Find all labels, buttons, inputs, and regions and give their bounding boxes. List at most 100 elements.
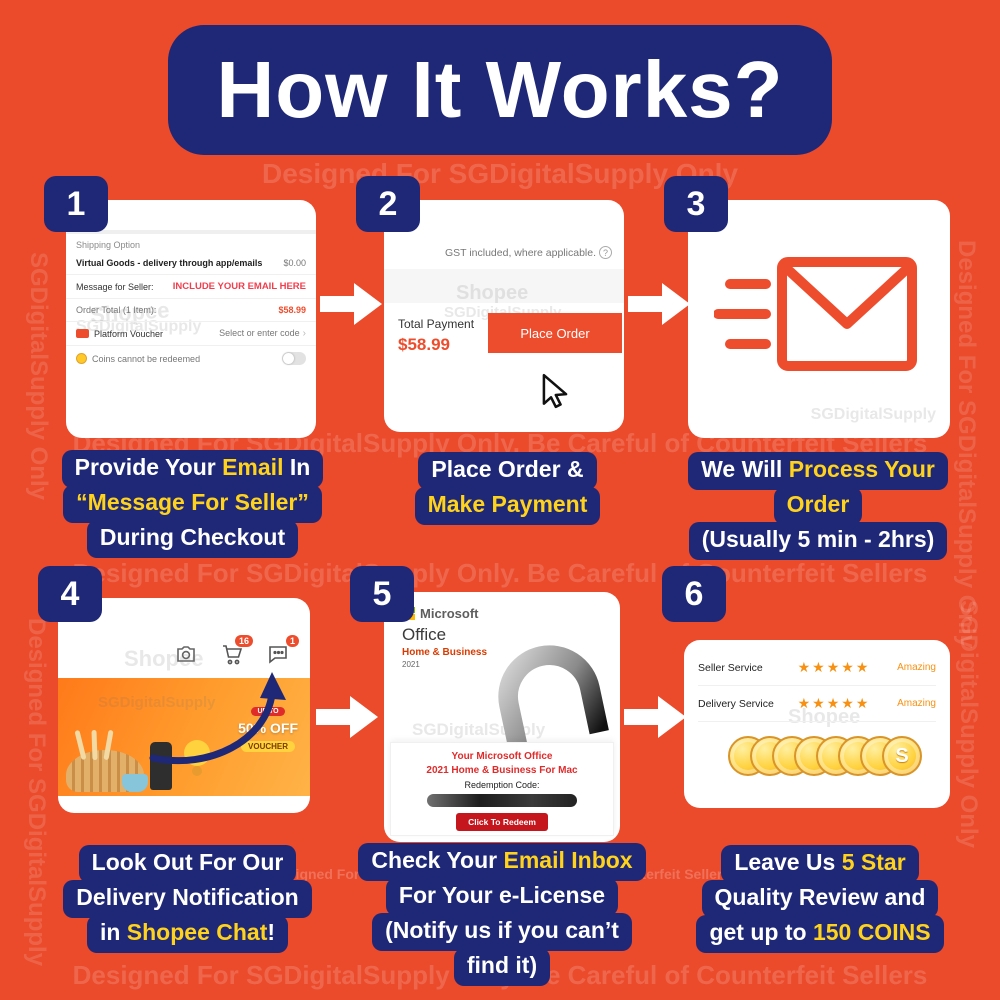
delivery-service-label: Delivery Service [698,697,774,710]
step-5-number: 5 [372,574,392,613]
caption-text-highlight: Email [222,454,284,480]
watermark-text-vertical: SGDigitalSupply Only [955,600,982,849]
redemption-code-label: Redemption Code: [464,780,540,790]
seller-service-label: Seller Service [698,661,763,674]
chat-icon[interactable]: 1 [266,635,299,666]
office-product-text: Microsoft Office Home & Business 2021 [402,606,487,669]
cart-icon[interactable]: 16 [220,635,253,666]
step-5-badge: 5 [350,566,414,622]
step-2-caption: Place Order & Make Payment [395,452,620,525]
lamp-shape [184,740,210,766]
virtual-goods-row[interactable]: Virtual Goods - delivery through app/ema… [66,252,316,275]
step-1-badge: 1 [44,176,108,232]
voucher-action-label: Select or enter code [219,328,300,338]
seller-service-rating-row: Seller Service ★★★★★ Amazing [698,650,936,686]
coins-row: Coins cannot be redeemed [66,346,316,371]
step-3-number: 3 [686,184,706,223]
delivery-service-rating-row: Delivery Service ★★★★★ Amazing [698,686,936,722]
caption-text: During Checkout [99,523,286,550]
total-payment-label: Total Payment [398,317,475,331]
checkout-screenshot-card: Shopee SGDigitalSupply Shipping Option V… [66,200,316,438]
message-for-seller-value: INCLUDE YOUR EMAIL HERE [172,281,306,292]
order-total-label: Order Total (1 Item): [76,305,157,315]
caption-text: find it) [466,951,538,978]
shipping-option-label: Shipping Option [76,240,141,250]
order-total-value: $58.99 [278,305,306,315]
step-6-caption: Leave Us 5 Star Quality Review and get u… [675,845,965,953]
caption-text: (Notify us if you can’t [385,916,619,943]
step-6-number: 6 [684,574,704,613]
office-box-arch-graphic [498,645,609,752]
step-3-caption: We Will Process Your Order (Usually 5 mi… [668,452,968,560]
utensil-shape [91,729,98,761]
coin-icon [76,353,87,364]
order-total-row: Order Total (1 Item): $58.99 [66,299,316,322]
caption-text-highlight: Process Your [788,456,935,482]
place-order-button[interactable]: Place Order [488,313,622,353]
shopee-chat-screenshot-card: Shopee SGDigitalSupply 16 1 UP T [58,598,310,813]
coins-stack: S [698,736,936,776]
step-1-number: 1 [66,184,86,223]
utensil-shape [74,729,87,761]
promo-banner-image[interactable]: UP TO 50% OFF VOUCHER [58,678,310,796]
caption-text-highlight: “Message For Seller” [76,488,309,515]
virtual-goods-label: Virtual Goods - delivery through app/ema… [76,258,263,268]
caption-text: Look Out For Our [91,849,284,875]
coins-toggle[interactable] [282,352,306,365]
total-payment-section: Total Payment $58.99 Place Order [384,303,624,355]
step-4-number: 4 [60,574,80,613]
caption-text: In [283,454,311,480]
redemption-code-blurred [427,794,577,807]
step-1-caption: Provide Your Email In “Message For Selle… [40,450,345,558]
five-star-rating-icons[interactable]: ★★★★★ [797,659,871,675]
chat-badge: 1 [285,635,299,647]
step-5-caption: Check Your Email Inbox For Your e-Licens… [352,843,652,986]
caption-text: in [99,918,127,945]
total-payment-value: $58.99 [398,335,450,354]
caption-text: For Your e-License [398,881,606,908]
platform-voucher-row[interactable]: Platform Voucher Select or enter code› [66,322,316,346]
click-to-redeem-button[interactable]: Click To Redeem [456,813,548,831]
flow-arrow-icon [320,283,382,325]
shopee-app-header: 16 1 [58,598,310,674]
step-2-number: 2 [378,184,398,223]
shopee-coin-letter: S [895,744,909,767]
help-icon[interactable]: ? [599,246,612,259]
microsoft-logo: Microsoft [402,606,487,621]
license-panel: Your Microsoft Office 2021 Home & Busine… [390,742,614,836]
caption-text: ! [267,918,276,945]
shipping-option-row: Shipping Option [66,234,316,252]
caption-text-highlight: Make Payment [427,490,588,517]
caption-text: Quality Review and [714,883,926,910]
cup-shape [122,774,148,792]
flow-arrow-icon [624,696,686,738]
promo-voucher-label: VOUCHER [241,741,296,752]
camera-icon[interactable] [174,642,198,666]
caption-text: get up to [709,918,813,945]
step-4-badge: 4 [38,566,102,622]
flow-arrow-icon [628,283,690,325]
review-rating-card: Shopee Seller Service ★★★★★ Amazing Deli… [684,640,950,808]
step-4-caption: Look Out For Our Delivery Notification i… [35,845,340,953]
caption-text-highlight: Order [786,490,850,517]
five-star-rating-icons[interactable]: ★★★★★ [797,695,871,711]
product-edition: Home & Business [402,647,488,658]
caption-text: Leave Us [734,849,842,875]
caption-text: Place Order & [431,456,584,482]
delivery-service-rating-text: Amazing [897,698,936,709]
caption-text: Delivery Notification [76,883,299,910]
place-order-screenshot-card: Shopee SGDigitalSupply GST included, whe… [384,200,624,432]
caption-text: We Will [701,456,789,482]
message-for-seller-label: Message for Seller: [76,281,154,292]
caption-text: Provide Your [74,454,223,480]
caption-text-highlight: 5 Star [841,849,906,875]
seller-service-rating-text: Amazing [897,662,936,673]
cart-badge: 16 [234,635,253,647]
microsoft-brand-label: Microsoft [420,606,479,621]
coin-icon: S [882,736,922,776]
blender-shape [150,742,172,790]
license-title-line2: 2021 Home & Business For Mac [426,764,578,776]
message-for-seller-row[interactable]: Message for Seller: INCLUDE YOUR EMAIL H… [66,275,316,299]
step-2-badge: 2 [356,176,420,232]
